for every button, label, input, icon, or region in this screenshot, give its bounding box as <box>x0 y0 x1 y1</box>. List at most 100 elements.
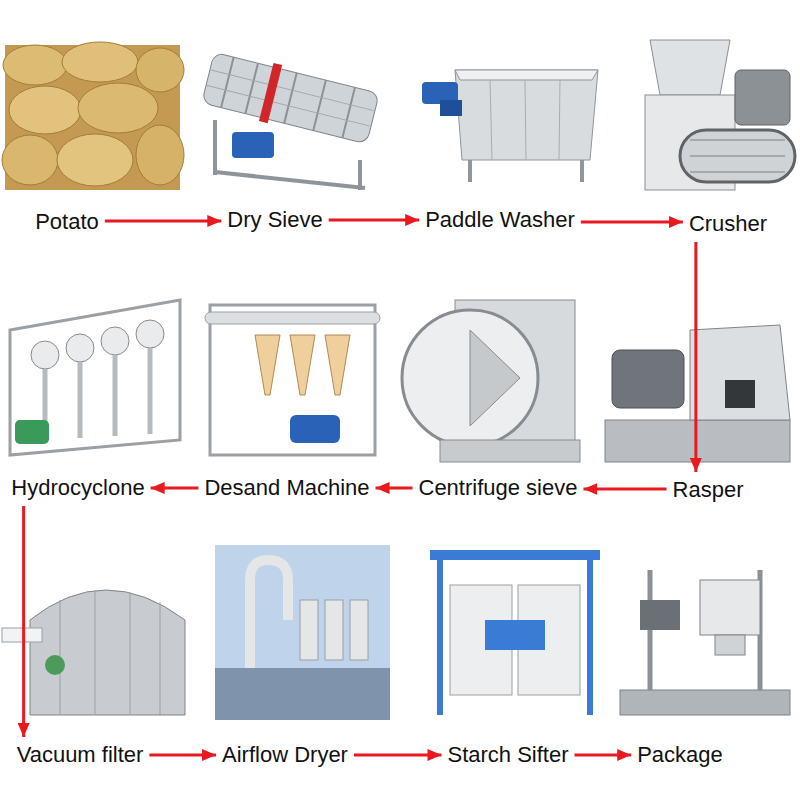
crusher-picture-part <box>680 130 795 182</box>
flow-arrow <box>22 506 25 737</box>
flow-arrow <box>583 488 666 491</box>
airflow-dryer-picture-part <box>350 600 368 660</box>
dry-sieve-picture-part-part <box>202 52 380 144</box>
step-name: Centrifuge sieve <box>419 475 578 501</box>
hydrocyclone-picture-part <box>101 327 129 355</box>
potato-photo-part <box>2 135 58 185</box>
paddle-washer-picture-part <box>580 160 584 182</box>
paddle-washer-picture-part <box>490 80 492 160</box>
packing-machine-picture <box>620 570 790 715</box>
step-name: Hydrocyclone <box>11 475 144 501</box>
vacuum-filter-picture <box>2 590 185 715</box>
process-step: Starch Sifter <box>444 740 571 770</box>
dry-sieve-picture <box>201 48 380 190</box>
vacuum-filter-picture-part <box>45 655 65 675</box>
starch-sifter-picture-part <box>430 550 600 560</box>
hydrocyclone-picture-part <box>136 320 164 348</box>
hydrocyclone-picture-part <box>66 334 94 362</box>
vacuum-filter-picture-part <box>30 590 185 715</box>
crusher-picture-part <box>690 140 785 141</box>
rasper-picture-part <box>690 325 790 420</box>
potato-photo-part <box>136 48 184 92</box>
process-step: Airflow Dryer <box>219 740 351 770</box>
step-name: Vacuum filter <box>17 742 144 768</box>
dry-sieve-picture-part-part <box>259 63 282 123</box>
paddle-washer-picture-part <box>559 80 560 160</box>
flow-arrow <box>151 487 199 490</box>
centrifuge-sieve-picture-part <box>470 330 520 426</box>
dry-sieve-picture-part-part <box>210 70 375 111</box>
packing-machine-picture-part <box>620 690 790 715</box>
process-step: Centrifuge sieve <box>416 473 581 503</box>
step-name: Crusher <box>689 211 767 237</box>
centrifuge-sieve-picture-part <box>440 440 580 462</box>
dry-sieve-picture-part-part <box>206 85 371 126</box>
dry-sieve-picture-part <box>215 172 365 188</box>
desand-machine-picture-part <box>255 335 280 395</box>
process-step: Rasper <box>670 475 747 505</box>
potato-photo-part <box>78 83 158 133</box>
rasper-picture <box>605 325 790 462</box>
crusher-picture-part <box>690 172 785 173</box>
flow-arrow <box>149 754 216 757</box>
starch-sifter-picture-part <box>587 550 593 715</box>
starch-sifter-picture <box>430 550 600 715</box>
potato-photo-part <box>3 45 67 85</box>
paddle-washer-picture-part <box>468 160 472 182</box>
paddle-washer-picture-part <box>440 100 462 116</box>
hydrocyclone-picture-part <box>78 362 83 438</box>
starch-sifter-picture-part <box>437 550 443 715</box>
crusher-picture-part <box>690 156 785 157</box>
rasper-picture-part <box>605 420 790 462</box>
airflow-dryer-picture-part <box>325 600 343 660</box>
dry-sieve-picture-part <box>201 48 380 147</box>
flow-arrow <box>694 242 697 472</box>
paddle-washer-picture <box>422 70 598 182</box>
packing-machine-picture-part <box>715 635 745 655</box>
vacuum-filter-picture-part <box>2 628 42 642</box>
process-step: Vacuum filter <box>14 740 147 770</box>
potato-photo-part <box>57 134 133 186</box>
potato-photo-part <box>62 42 138 82</box>
airflow-dryer-picture <box>215 545 390 720</box>
flow-arrow <box>354 754 442 757</box>
hydrocyclone-picture-part <box>31 341 59 369</box>
crusher-picture <box>645 40 795 190</box>
process-step: Dry Sieve <box>224 205 325 235</box>
dry-sieve-picture-part-part <box>284 73 297 123</box>
flow-arrow <box>581 221 683 224</box>
step-name: Airflow Dryer <box>222 742 348 768</box>
rasper-picture-part <box>612 350 684 408</box>
step-name: Starch Sifter <box>447 742 568 768</box>
process-step: Crusher <box>686 209 770 239</box>
hydrocyclone-picture <box>10 300 180 455</box>
dry-sieve-picture-part <box>232 132 274 158</box>
process-step: Paddle Washer <box>422 205 578 235</box>
vacuum-filter-picture-part <box>130 592 131 715</box>
dry-sieve-picture-part-part <box>221 57 234 107</box>
desand-machine-picture-part <box>210 305 375 455</box>
centrifuge-sieve-picture <box>402 300 580 462</box>
hydrocyclone-picture-part <box>148 348 153 434</box>
desand-machine-picture <box>205 305 380 455</box>
step-name: Package <box>637 742 723 768</box>
packing-machine-picture-part <box>700 580 760 635</box>
vacuum-filter-picture-part <box>95 590 96 715</box>
step-name: Dry Sieve <box>227 207 322 233</box>
crusher-picture-part <box>650 40 730 95</box>
desand-machine-picture-part <box>325 335 350 395</box>
hydrocyclone-picture-part <box>113 355 118 436</box>
step-name: Paddle Washer <box>425 207 575 233</box>
dry-sieve-picture-part <box>213 120 217 175</box>
desand-machine-picture-part <box>290 415 340 443</box>
process-step: Desand Machine <box>201 473 372 503</box>
dry-sieve-picture-part-part <box>245 63 258 113</box>
flow-arrow <box>575 754 632 757</box>
crusher-picture-part <box>735 70 790 125</box>
flow-arrow <box>329 219 420 222</box>
dry-sieve-picture-part-part <box>313 80 326 130</box>
centrifuge-sieve-picture-part <box>402 310 538 446</box>
